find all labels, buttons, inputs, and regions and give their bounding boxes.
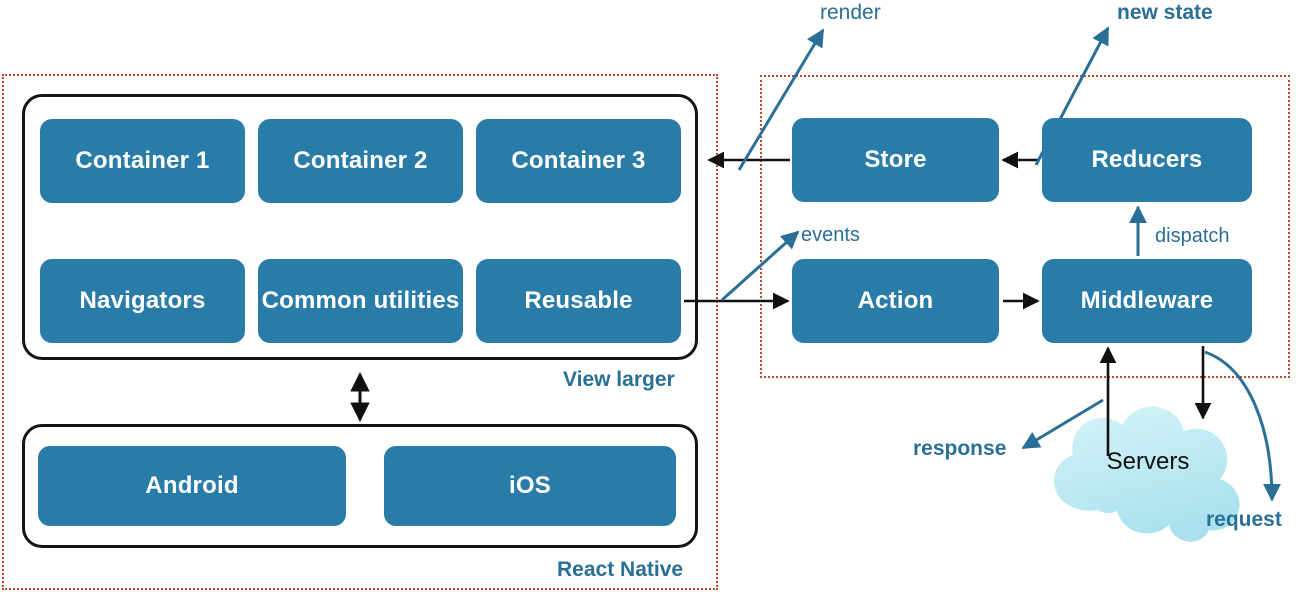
- label-render: render: [820, 1, 881, 24]
- module-common-utilities[interactable]: Common utilities: [258, 259, 463, 343]
- module-container-3[interactable]: Container 3: [476, 119, 681, 203]
- group-react-native-boundary: [2, 74, 718, 590]
- module-action[interactable]: Action: [792, 259, 999, 343]
- module-reusable[interactable]: Reusable: [476, 259, 681, 343]
- module-ios[interactable]: iOS: [384, 446, 676, 526]
- module-container-1[interactable]: Container 1: [40, 119, 245, 203]
- module-middleware[interactable]: Middleware: [1042, 259, 1252, 343]
- module-store[interactable]: Store: [792, 118, 999, 202]
- label-react-native: React Native: [557, 558, 684, 581]
- label-response: response: [913, 437, 1007, 460]
- arrow-response-callout: [1021, 398, 1104, 450]
- label-new-state: new state: [1117, 1, 1213, 24]
- label-servers: Servers: [1106, 448, 1190, 475]
- module-container-2[interactable]: Container 2: [258, 119, 463, 203]
- label-request: request: [1206, 508, 1282, 531]
- label-events: events: [801, 224, 860, 246]
- module-android[interactable]: Android: [38, 446, 346, 526]
- module-reducers[interactable]: Reducers: [1042, 118, 1252, 202]
- module-navigators[interactable]: Navigators: [40, 259, 245, 343]
- label-dispatch: dispatch: [1155, 225, 1230, 247]
- group-redux-boundary: [760, 75, 1290, 378]
- label-view-larger[interactable]: View larger: [563, 368, 675, 391]
